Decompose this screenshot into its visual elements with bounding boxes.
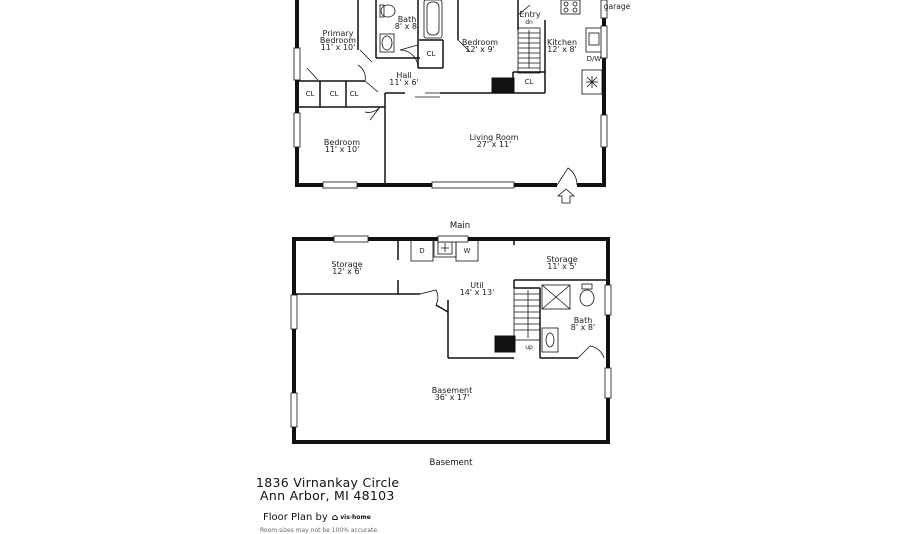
- basement-windows: [290, 235, 612, 428]
- dryer-tag: D: [419, 247, 424, 255]
- stairs-up-tag: up: [525, 344, 533, 351]
- main-chimney-block: [491, 77, 515, 94]
- basement-bath-fixtures: [541, 283, 595, 353]
- main-exterior-wall-south-east: [577, 0, 606, 187]
- disclaimer: Room sizes may not be 100% accurate.: [260, 527, 380, 534]
- main-bath-fixtures: [379, 0, 443, 53]
- washer-tag: W: [464, 247, 471, 255]
- address-line-1: 1836 Virnankay Circle: [256, 475, 400, 490]
- basement-stairs: [513, 287, 541, 341]
- basement-door-swings: [419, 289, 605, 359]
- closet-tag-4: CL: [525, 78, 534, 86]
- credit-label: Floor Plan by: [263, 512, 328, 523]
- house-icon: ⌂: [331, 512, 339, 523]
- closet-tag-bath: CL: [427, 50, 436, 58]
- entrance-arrow-icon: [556, 188, 576, 204]
- main-interior-walls: [297, 0, 546, 185]
- dishwasher-tag: D/W: [587, 55, 602, 63]
- brand-logo: ⌂ vis·home: [332, 513, 371, 523]
- address-line-2: Ann Arbor, MI 48103: [260, 488, 395, 503]
- plan-footer: 1836 Virnankay Circle Ann Arbor, MI 4810…: [256, 476, 399, 534]
- main-door-swings: [306, 4, 578, 186]
- main-stairs: [517, 27, 541, 74]
- floor-label-basement: Basement: [430, 458, 474, 468]
- stairs-down-tag: dn: [525, 19, 533, 26]
- garage-label: garage: [604, 2, 631, 11]
- room-label-entry: Entry: [519, 10, 541, 19]
- primary-word: Primary: [323, 29, 354, 38]
- closet-tag-3: CL: [350, 90, 359, 98]
- floor-plan-credit: Floor Plan by ⌂ vis·home: [256, 512, 399, 523]
- floor-label-main: Main: [450, 221, 470, 231]
- main-floor-plan: [293, 0, 608, 204]
- basement-interior-walls: [296, 240, 606, 359]
- main-windows: [293, 0, 608, 189]
- closet-tag-2: CL: [330, 90, 339, 98]
- basement-floor-plan: [290, 235, 612, 444]
- closet-tag-1: CL: [306, 90, 315, 98]
- basement-chimney-block: [494, 335, 516, 353]
- brand-name: vis·home: [340, 514, 371, 521]
